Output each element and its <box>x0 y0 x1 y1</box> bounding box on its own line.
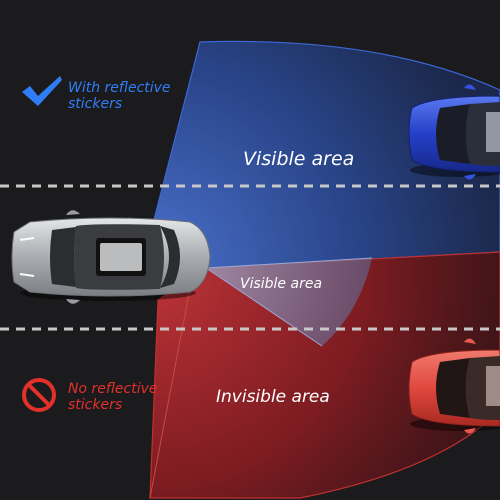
near-visible-zone <box>206 258 372 346</box>
visible-area-far-label: Visible area <box>243 148 355 170</box>
legend-no-reflective-line1: No reflective <box>68 381 158 397</box>
legend-with-reflective-line2: stickers <box>68 96 123 112</box>
blue-car <box>408 84 500 180</box>
checkmark-icon <box>22 76 62 106</box>
legend-no-reflective-line2: stickers <box>68 397 123 413</box>
legend-no-reflective: No reflective stickers <box>68 381 158 413</box>
prohibited-icon <box>22 378 56 412</box>
legend-with-reflective: With reflective stickers <box>68 80 171 112</box>
invisible-area-label: Invisible area <box>216 387 330 407</box>
silver-suv <box>11 210 211 304</box>
legend-with-reflective-line1: With reflective <box>68 80 171 96</box>
visible-area-near-label: Visible area <box>240 276 323 292</box>
red-car <box>408 338 500 434</box>
